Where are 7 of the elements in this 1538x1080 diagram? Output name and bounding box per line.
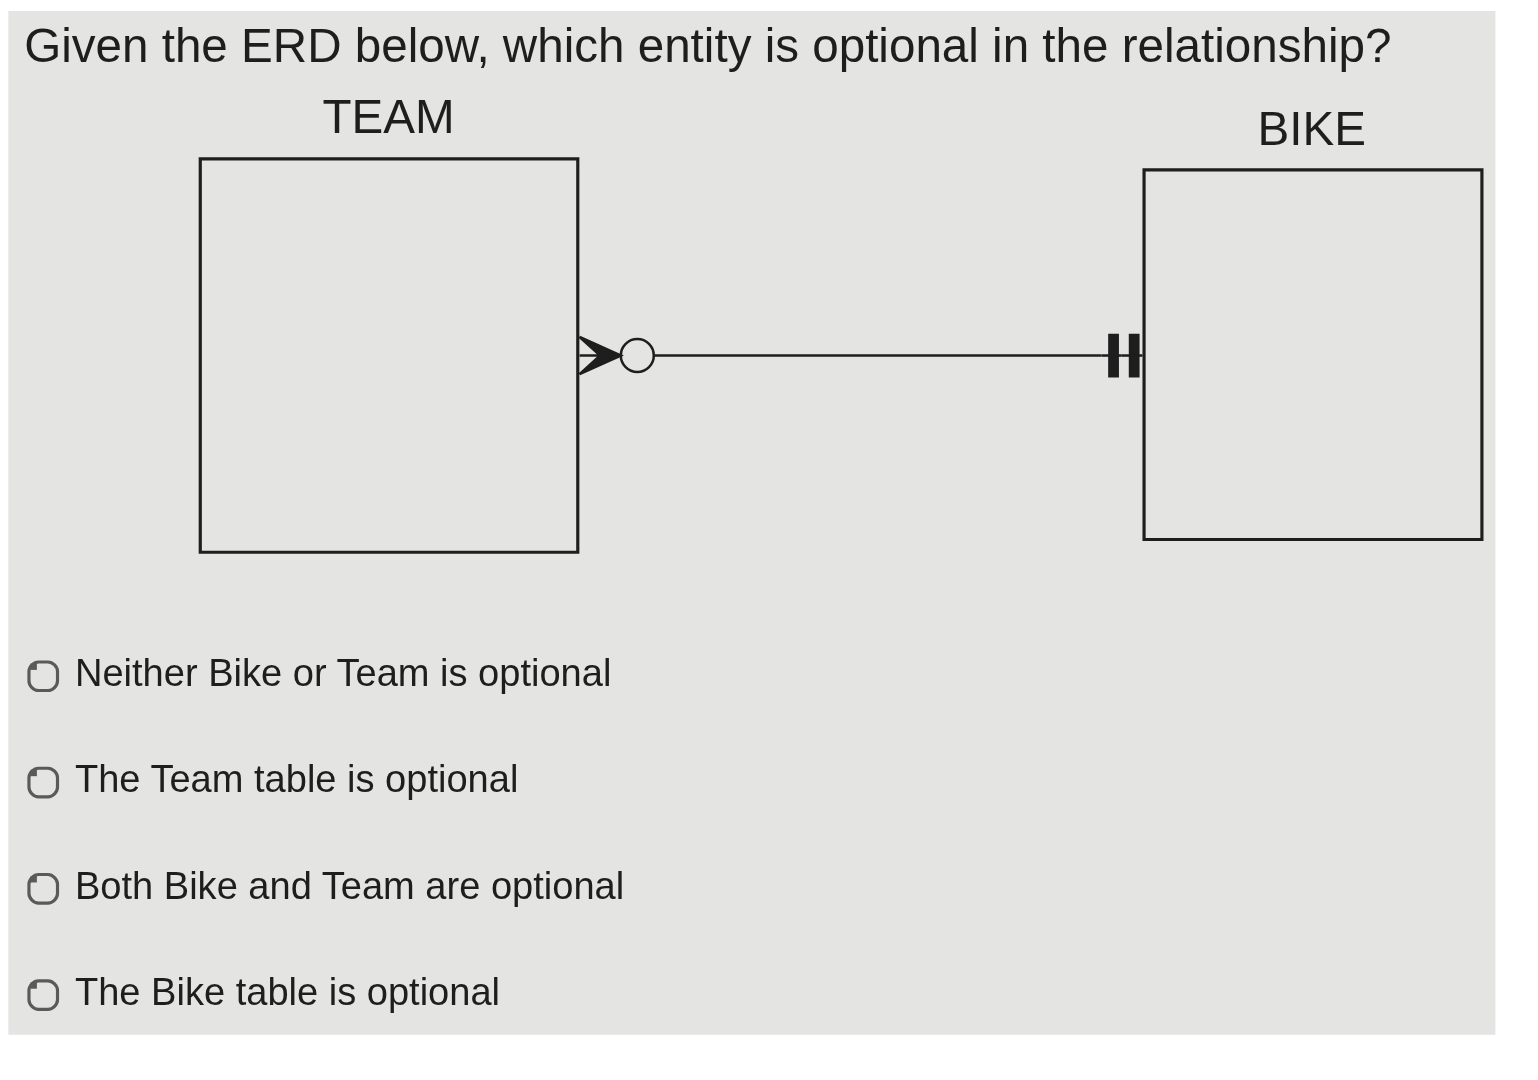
node-label: TEAM <box>322 90 455 144</box>
label: Both Bike and Team are optional <box>74 864 625 907</box>
node-label: BIKE <box>1257 101 1366 155</box>
label: The Bike table is optional <box>74 970 501 1013</box>
label: The Team table is optional <box>74 758 519 801</box>
diagram-title: Given the ERD below, which entity is optional in the relationship? <box>24 18 1392 72</box>
label: Neither Bike or Team is optional <box>74 652 612 695</box>
